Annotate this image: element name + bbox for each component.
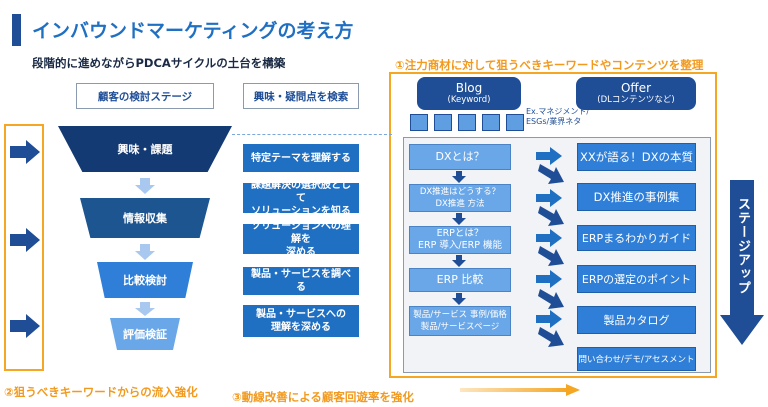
offer-box: XXが語る！DXの本質 — [577, 143, 696, 171]
question-box: 製品・サービスへの 理解を深める — [243, 305, 359, 337]
section2-label: ②狙うべきキーワードからの流入強化 — [4, 385, 198, 399]
stage-evaluation: 評価検証 — [110, 318, 180, 350]
down-arrow-icon — [135, 178, 155, 194]
offer-box: ERPの選定のポイント — [577, 265, 696, 293]
stage-column-header: 顧客の検討ステージ — [76, 83, 214, 109]
keyword-box: DXとは？ — [409, 144, 511, 170]
stage-interest: 興味・課題 — [58, 126, 232, 172]
section1-frame — [389, 72, 717, 378]
right-arrow-icon — [536, 310, 562, 328]
diagonal-arrow-icon — [538, 289, 564, 309]
down-arrow-icon — [452, 213, 466, 225]
keyword-square — [506, 114, 524, 131]
diagonal-arrow-icon — [538, 164, 564, 184]
right-arrow-icon — [536, 229, 562, 247]
keyword-box: ERPとは？ ERP 導入/ERP 機能 — [409, 226, 511, 254]
right-arrow-icon — [536, 189, 562, 207]
diagonal-arrow-icon — [538, 246, 564, 266]
diagonal-arrow-icon — [538, 206, 564, 226]
right-arrow-icon — [536, 270, 562, 288]
question-box: 製品・サービスを調べる — [243, 267, 359, 295]
inflow-arrow-icon — [10, 140, 40, 164]
title-accent-bar — [12, 14, 21, 46]
question-box: 課題解決の選択肢として ソリューションを知る — [243, 180, 359, 217]
keyword-square — [434, 114, 452, 131]
down-arrow-icon — [135, 302, 155, 316]
stage-up-label: ステージアップ — [735, 197, 750, 295]
right-arrow-icon — [536, 147, 562, 165]
blog-keyword-button: Blog (Keyword) — [417, 77, 521, 110]
section3-arrow-icon — [460, 384, 580, 396]
keyword-example-note: Ex.マネジメント/ ESGs/業界ネタ — [526, 107, 590, 126]
inflow-arrow-icon — [10, 314, 40, 338]
down-arrow-icon — [452, 171, 466, 183]
page-subtitle: 段階的に進めながらPDCAサイクルの土台を構築 — [32, 56, 286, 70]
question-column-header: 興味・疑問点を検索 — [243, 83, 359, 109]
down-arrow-icon — [135, 244, 155, 260]
down-arrow-icon — [452, 255, 466, 267]
stage-info-gathering: 情報収集 — [80, 198, 210, 238]
inflow-arrow-icon — [10, 228, 40, 252]
section3-label: ③動線改善による顧客回遊率を強化 — [232, 390, 414, 404]
dashed-connector — [232, 134, 392, 135]
question-box: 特定テーマを理解する — [243, 144, 359, 172]
keyword-box: DX推進はどうする？ DX推進 方法 — [409, 184, 511, 212]
down-arrow-icon — [452, 293, 466, 305]
section1-label: ①注力商材に対して狙うべきキーワードやコンテンツを整理 — [395, 58, 704, 72]
offer-box: DX推進の事例集 — [577, 183, 696, 211]
page-title: インバウンドマーケティングの考え方 — [32, 20, 354, 42]
section2-frame — [4, 124, 44, 371]
keyword-box: ERP 比較 — [409, 268, 511, 292]
offer-box: 製品カタログ — [577, 306, 696, 334]
keyword-box: 製品/サービス 事例/価格 製品/サービスページ — [409, 306, 511, 336]
keyword-square — [458, 114, 476, 131]
stage-up-arrow-icon — [720, 180, 764, 345]
keyword-square — [410, 114, 428, 131]
offer-content-button: Offer (DLコンテンツなど) — [576, 77, 696, 110]
stage-comparison: 比較検討 — [97, 262, 193, 298]
question-box: ソリューションへの理解を 深める — [243, 221, 359, 258]
keyword-square — [482, 114, 500, 131]
diagonal-arrow-icon — [538, 327, 564, 347]
offer-box: 問い合わせ/デモ/アセスメント — [577, 347, 696, 371]
offer-box: ERPまるわかりガイド — [577, 225, 696, 251]
